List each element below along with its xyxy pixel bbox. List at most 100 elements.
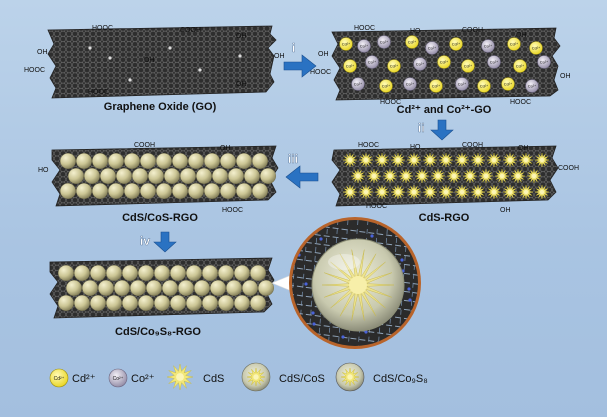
ion-layer: Cd²⁺Co²⁺Co²⁺Cd²⁺Co²⁺Cd²⁺Co²⁺Cd²⁺Cd²⁺Cd²⁺…	[339, 35, 551, 93]
go-oxygen-site	[168, 46, 172, 50]
co-ion: Co²⁺	[403, 77, 417, 91]
co-ion: Co²⁺	[377, 35, 391, 49]
legend-co-label: Co²⁺	[131, 373, 155, 385]
ccr-hooc-bottom: HOOC	[222, 207, 243, 214]
step-ii-label: ii	[418, 121, 425, 135]
cds-cos-particle	[115, 167, 132, 184]
svg-text:Co²⁺: Co²⁺	[458, 82, 467, 87]
cds-co9s8-particle	[217, 265, 234, 282]
cds-particle	[446, 168, 462, 184]
legend-cds-cos-label: CdS/CoS	[279, 373, 325, 385]
ccr-cooh-top: COOH	[134, 142, 155, 149]
cds-cos-particle	[219, 152, 236, 169]
cds-co9s8-particle	[73, 295, 90, 312]
cds-particle	[342, 152, 358, 168]
cds-particle	[478, 168, 494, 184]
svg-text:Cd²⁺: Cd²⁺	[480, 84, 489, 89]
cds-co9s8-layer	[58, 265, 275, 312]
cds-cos-particle	[179, 167, 196, 184]
ccg-hooc-bottom2: HOOC	[510, 99, 531, 106]
cds-co9s8-particle	[209, 280, 226, 297]
cds-cos-particle	[171, 182, 188, 199]
cds-co9s8-particle	[89, 265, 106, 282]
ccg-ho-top: HO	[410, 28, 421, 35]
cds-co9s8-particle	[153, 265, 170, 282]
crg-oh-bottom: OH	[500, 207, 511, 214]
cds-particle	[518, 152, 534, 168]
cds-co9s8-particle	[65, 280, 82, 297]
cds-particle	[494, 168, 510, 184]
cds-cos-particle	[131, 167, 148, 184]
cds-cos-particle	[260, 167, 277, 184]
cds-cos-particle	[155, 152, 172, 169]
label-cds-cos-rgo: CdS/CoS-RGO	[122, 212, 198, 224]
svg-text:Cd²⁺: Cd²⁺	[390, 64, 399, 69]
crg-cooh-right: COOH	[558, 165, 579, 172]
cds-cos-particle	[203, 182, 220, 199]
cds-cos-particle	[235, 182, 252, 199]
cds-cos-particle	[251, 152, 268, 169]
cds-particle	[374, 184, 390, 200]
cds-co9s8-particle	[233, 265, 250, 282]
cds-particle	[470, 184, 486, 200]
cds-rgo-functional-groups: HOOC HO COOH OH COOH HOOC OH	[358, 142, 579, 214]
cd-ion: Cd²⁺	[513, 59, 527, 73]
cds-co9s8-particle	[217, 295, 234, 312]
co-ion: Co²⁺	[413, 57, 427, 71]
go-sheet	[47, 25, 277, 99]
cds-particle	[406, 184, 422, 200]
cds-cos-particle	[75, 152, 92, 169]
cds-cos-particle	[171, 152, 188, 169]
co-ion: Co²⁺	[357, 39, 371, 53]
crg-ho-top: HO	[410, 144, 421, 151]
svg-text:Co²⁺: Co²⁺	[416, 62, 425, 67]
cds-co9s8-particle	[121, 295, 138, 312]
cds-co9s8-particle	[145, 280, 162, 297]
go-oxygen-site	[108, 56, 112, 60]
cds-cos-particle	[60, 182, 77, 199]
cd-ion-icon	[49, 368, 69, 388]
arrow-right-icon	[283, 54, 317, 78]
svg-text:Cd²⁺: Cd²⁺	[452, 42, 461, 47]
cds-cos-particle	[99, 167, 116, 184]
cds-co9s8-particle	[258, 280, 275, 297]
go-oxygen-site	[88, 46, 92, 50]
legend-cds-co9s8-label: CdS/Co₉S₈	[373, 373, 428, 385]
label-go: Graphene Oxide (GO)	[104, 101, 217, 113]
cds-cos-particle	[91, 182, 108, 199]
cds-cos-particle	[195, 167, 212, 184]
svg-text:Co²⁺: Co²⁺	[528, 84, 537, 89]
cds-co9s8-particle	[121, 265, 138, 282]
cds-co9s8-particle	[113, 280, 130, 297]
svg-text:Cd²⁺: Cd²⁺	[408, 40, 417, 45]
cds-cos-particle	[187, 152, 204, 169]
cds-star-shape	[166, 363, 194, 391]
cd-ion: Cd²⁺	[437, 55, 451, 69]
co-ion: Co²⁺	[425, 41, 439, 55]
cds-co9s8-particle	[153, 295, 170, 312]
svg-text:Cd²⁺: Cd²⁺	[346, 64, 355, 69]
arrow-down-icon	[430, 119, 454, 141]
go-hooc-left: HOOC	[24, 67, 45, 74]
cd-ion: Cd²⁺	[379, 79, 393, 93]
svg-text:Co²⁺: Co²⁺	[540, 60, 549, 65]
svg-text:Cd²⁺: Cd²⁺	[516, 64, 525, 69]
cd-ion: Cd²⁺	[507, 37, 521, 51]
svg-text:Co²⁺: Co²⁺	[406, 82, 415, 87]
cds-cos-particle	[107, 152, 124, 169]
label-cd-co-go: Cd²⁺ and Co²⁺-GO	[397, 104, 492, 116]
cds-co9s8-particle	[249, 265, 266, 282]
step-iii-label: iii	[288, 152, 298, 166]
cds-particle	[350, 168, 366, 184]
cds-cos-particle	[107, 182, 124, 199]
cds-particle	[502, 152, 518, 168]
svg-text:Co²⁺: Co²⁺	[428, 46, 437, 51]
cd-co-go-functional-groups: HOOC HO COOH OH OH HOOC OH HOOC HOOC	[310, 25, 571, 106]
crg-cooh-top: COOH	[462, 142, 483, 149]
cd-ion: Cd²⁺	[405, 35, 419, 49]
cd-ion: Cd²⁺	[477, 79, 491, 93]
svg-text:Cd²⁺: Cd²⁺	[432, 84, 441, 89]
ccg-oh-top: OH	[516, 32, 527, 39]
